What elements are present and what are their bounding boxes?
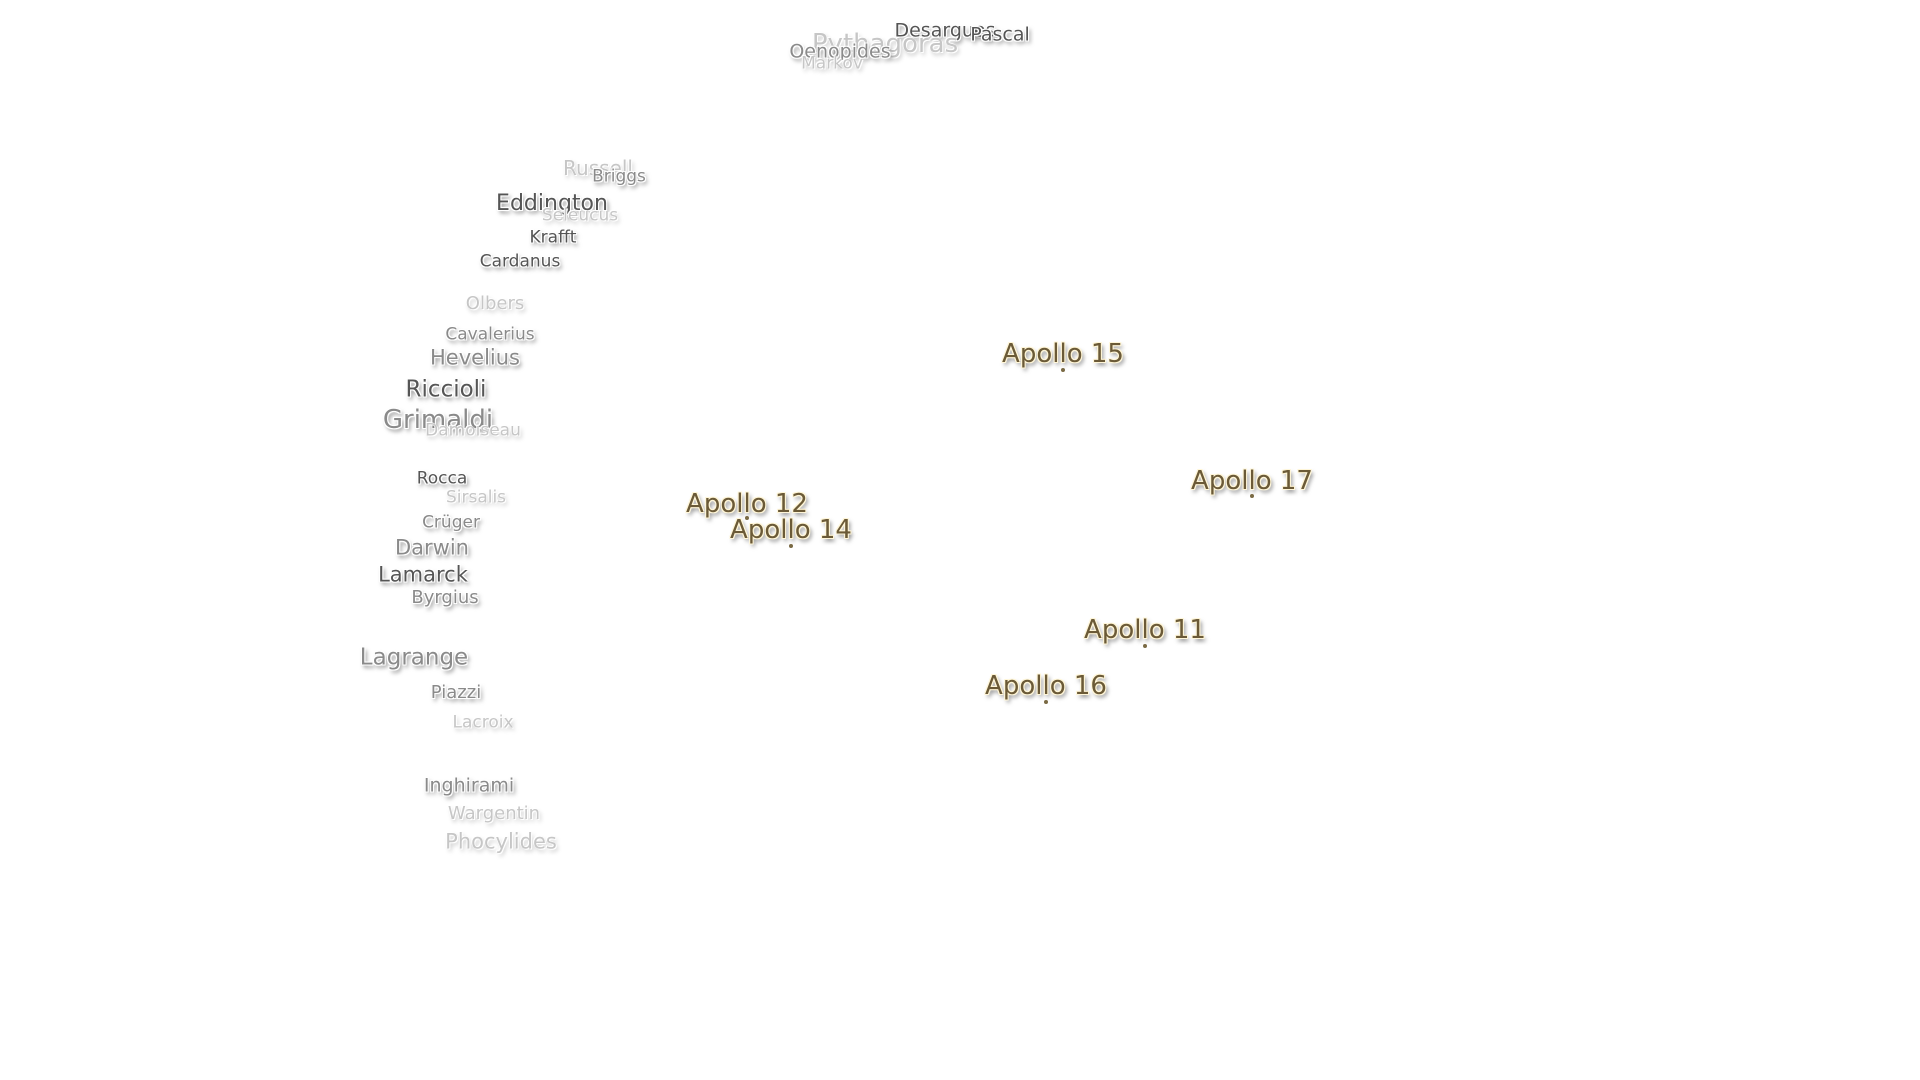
- landing-site-label-apollo-11[interactable]: Apollo 11: [1084, 615, 1206, 645]
- crater-label-byrgius: Byrgius: [411, 587, 479, 608]
- crater-label-briggs: Briggs: [592, 166, 646, 187]
- crater-label-pascal: Pascal: [970, 23, 1030, 46]
- crater-label-desargues: Desargues: [894, 19, 996, 42]
- crater-label-inghirami: Inghirami: [423, 774, 515, 797]
- crater-label-krafft: Krafft: [529, 227, 577, 248]
- crater-label-lagrange: Lagrange: [359, 644, 469, 671]
- landing-site-label-apollo-16[interactable]: Apollo 16: [985, 671, 1107, 701]
- crater-label-pythagoras: Pythagoras: [811, 29, 959, 59]
- crater-label-hevelius: Hevelius: [430, 345, 520, 370]
- landing-site-marker-apollo-17[interactable]: [1250, 494, 1254, 498]
- crater-label-eddington: Eddington: [496, 191, 608, 216]
- landing-site-label-apollo-14[interactable]: Apollo 14: [730, 515, 852, 545]
- landing-site-marker-apollo-16[interactable]: [1044, 700, 1048, 704]
- crater-label-damoiseau: Damoiseau: [425, 420, 521, 441]
- crater-label-cavalerius: Cavalerius: [445, 324, 535, 345]
- crater-label-sirsalis: Sirsalis: [445, 487, 507, 508]
- crater-label-phocylides: Phocylides: [445, 829, 557, 854]
- crater-label-lacroix: Lacroix: [452, 712, 514, 733]
- crater-label-riccioli: Riccioli: [405, 376, 487, 403]
- crater-label-grimaldi: Grimaldi: [382, 405, 494, 435]
- landing-site-label-apollo-15[interactable]: Apollo 15: [1002, 339, 1124, 369]
- crater-label-russell: Russell: [563, 156, 633, 180]
- crater-label-darwin: Darwin: [395, 535, 469, 560]
- landing-site-marker-apollo-11[interactable]: [1143, 644, 1147, 648]
- crater-label-lamarck: Lamarck: [378, 562, 468, 587]
- crater-label-olbers: Olbers: [465, 293, 525, 314]
- crater-label-wargentin: Wargentin: [447, 803, 541, 824]
- crater-label-rocca: Rocca: [416, 468, 468, 489]
- crater-label-cruger: Crüger: [422, 512, 480, 533]
- crater-label-markov: Markov: [801, 53, 863, 74]
- landing-site-label-apollo-12[interactable]: Apollo 12: [686, 489, 808, 519]
- landing-site-label-apollo-17[interactable]: Apollo 17: [1191, 466, 1313, 496]
- crater-label-seleucus: Seleucus: [541, 205, 619, 226]
- landing-site-marker-apollo-12[interactable]: [745, 516, 749, 520]
- crater-label-oenopides: Oenopides: [789, 40, 891, 63]
- crater-label-piazzi: Piazzi: [430, 682, 482, 703]
- landing-site-marker-apollo-15[interactable]: [1061, 368, 1065, 372]
- landing-site-marker-apollo-14[interactable]: [789, 544, 793, 548]
- crater-label-cardanus: Cardanus: [479, 251, 561, 272]
